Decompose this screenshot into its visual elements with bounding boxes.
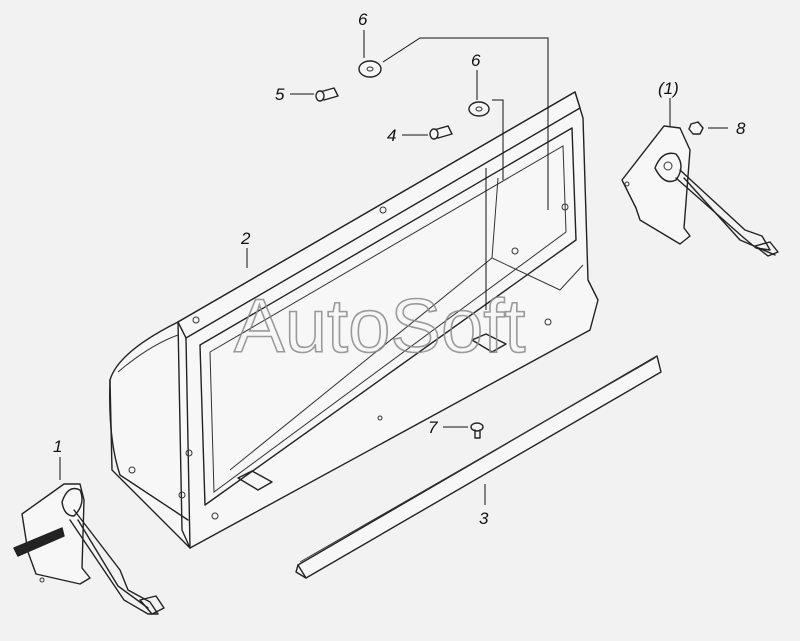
washer-6a <box>358 60 382 78</box>
callout-6b: 6 <box>471 51 481 70</box>
callout-2: 2 <box>240 229 251 248</box>
callout-3: 3 <box>479 509 489 528</box>
callout-8: 8 <box>736 119 746 138</box>
clip-7 <box>470 422 484 439</box>
shelf-panel-part <box>109 91 599 549</box>
left-hinge-part <box>13 483 165 615</box>
watermark: AutoSoft <box>234 284 526 369</box>
callout-5: 5 <box>275 85 285 104</box>
right-hinge-part <box>621 125 779 257</box>
trim-strip-part <box>295 355 662 579</box>
callout-1: 1 <box>53 437 62 456</box>
screw-5 <box>315 87 339 102</box>
washer-6b <box>468 101 490 117</box>
callout-1-parenthesized: (1) <box>658 79 679 98</box>
screw-4 <box>429 125 453 140</box>
nut-8 <box>688 121 704 135</box>
callout-4: 4 <box>387 126 396 145</box>
callout-7: 7 <box>428 418 438 437</box>
callout-6a: 6 <box>358 10 368 29</box>
leader-lines <box>59 30 728 505</box>
